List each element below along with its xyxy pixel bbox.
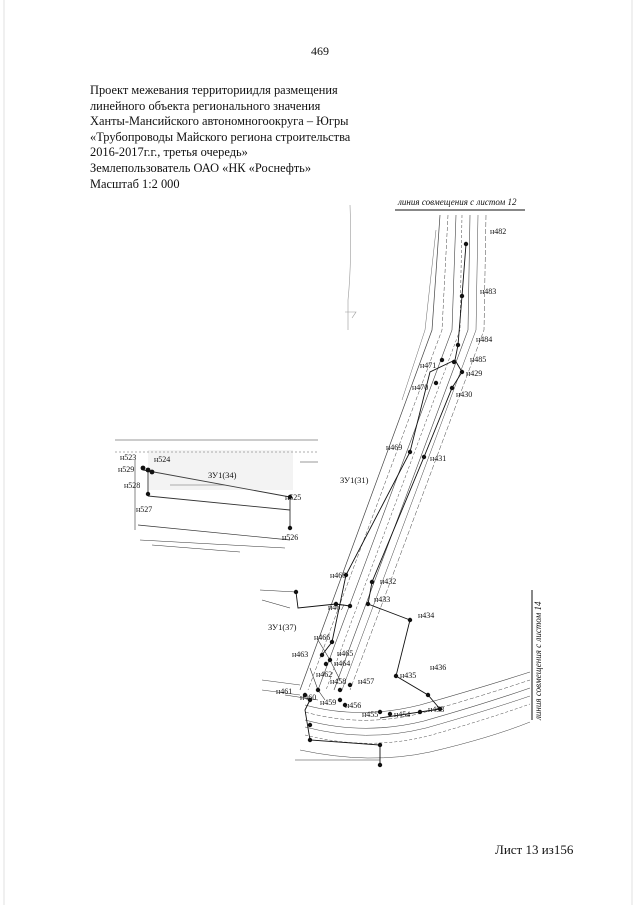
svg-text:н471: н471 (420, 361, 436, 370)
boundary-left (321, 359, 456, 656)
svg-text:н458: н458 (330, 677, 346, 686)
svg-text:н467: н467 (328, 603, 344, 612)
svg-text:н527: н527 (136, 505, 152, 514)
parcel-label-1: ЗУ1(34) (208, 470, 237, 480)
svg-text:н525: н525 (285, 493, 301, 502)
corridor-lines (299, 214, 487, 691)
svg-text:н462: н462 (316, 670, 332, 679)
svg-text:н470: н470 (412, 383, 428, 392)
svg-text:н460: н460 (300, 693, 316, 702)
parcel-label-3: ЗУ1(37) (268, 622, 297, 632)
title-line-4: «Трубопроводы Майского региона строитель… (90, 129, 351, 144)
title-line-1: Проект межевания территориидля размещени… (90, 83, 338, 97)
svg-text:н461: н461 (276, 687, 292, 696)
page-number: 469 (311, 44, 329, 58)
svg-text:н528: н528 (124, 481, 140, 490)
svg-text:н523: н523 (120, 453, 136, 462)
svg-text:н454: н454 (394, 710, 410, 719)
svg-text:н432: н432 (380, 577, 396, 586)
svg-text:н434: н434 (418, 611, 434, 620)
sheet-number: Лист 13 из156 (495, 842, 574, 857)
svg-text:н485: н485 (470, 355, 486, 364)
svg-text:н469: н469 (386, 443, 402, 452)
svg-text:н466: н466 (314, 633, 330, 642)
title-block: Проект межевания территориидля размещени… (90, 83, 410, 192)
svg-text:н459: н459 (320, 698, 336, 707)
svg-text:н457: н457 (358, 677, 374, 686)
svg-text:н455: н455 (362, 710, 378, 719)
boundary-right (295, 243, 467, 765)
svg-text:н526: н526 (282, 533, 298, 542)
svg-text:н433: н433 (374, 595, 390, 604)
boundary-points (140, 241, 469, 768)
svg-text:н484: н484 (476, 335, 492, 344)
match-line-top-label: линия совмещения с листом 12 (397, 197, 517, 207)
title-line-5: 2016-2017г.г., третья очередь» (90, 145, 248, 160)
parcel-inset (115, 439, 318, 553)
title-line-2: линейного объекта регионального значения (90, 98, 321, 113)
match-line-right-label: линия совмещения с листом 14 (533, 601, 543, 721)
svg-text:н456: н456 (345, 701, 361, 710)
svg-text:н524: н524 (154, 455, 170, 464)
svg-text:н465: н465 (337, 649, 353, 658)
svg-text:н436: н436 (430, 663, 446, 672)
title-line-3: Ханты-Мансийского автономногоокруга – Юг… (90, 114, 349, 129)
svg-text:н453: н453 (428, 705, 444, 714)
svg-text:н463: н463 (292, 650, 308, 659)
svg-text:н429: н429 (466, 369, 482, 378)
svg-text:н464: н464 (334, 659, 350, 668)
parcel-label-2: ЗУ1(31) (340, 475, 369, 485)
svg-text:н482: н482 (490, 227, 506, 236)
svg-text:н431: н431 (430, 454, 446, 463)
svg-text:н468: н468 (330, 571, 346, 580)
curve-corridor (261, 671, 531, 759)
svg-text:н483: н483 (480, 287, 496, 296)
svg-text:н430: н430 (456, 390, 472, 399)
point-labels: н482 н483 н484 н485 н429 н471 н470 н430 … (118, 227, 506, 719)
title-line-6: Землепользователь ОАО «НК «Роснефть» (90, 160, 312, 175)
title-line-7: Масштаб 1:2 000 (90, 176, 180, 191)
svg-text:н529: н529 (118, 465, 134, 474)
svg-text:н435: н435 (400, 671, 416, 680)
